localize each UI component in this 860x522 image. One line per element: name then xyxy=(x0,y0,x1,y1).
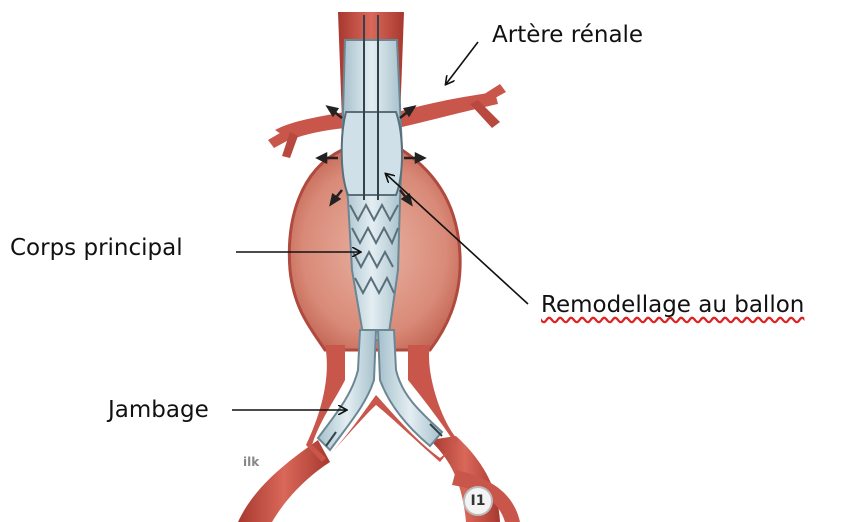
label-renal-artery: Artère rénale xyxy=(492,22,643,48)
label-balloon-remodeling: Remodellage au ballon xyxy=(541,292,804,318)
label-main-body: Corps principal xyxy=(10,235,183,261)
figure-mark-right: I1 xyxy=(463,486,493,516)
arrow-renal xyxy=(446,42,478,84)
label-limb: Jambage xyxy=(108,397,209,423)
figure-mark-left: ilk xyxy=(243,455,259,469)
